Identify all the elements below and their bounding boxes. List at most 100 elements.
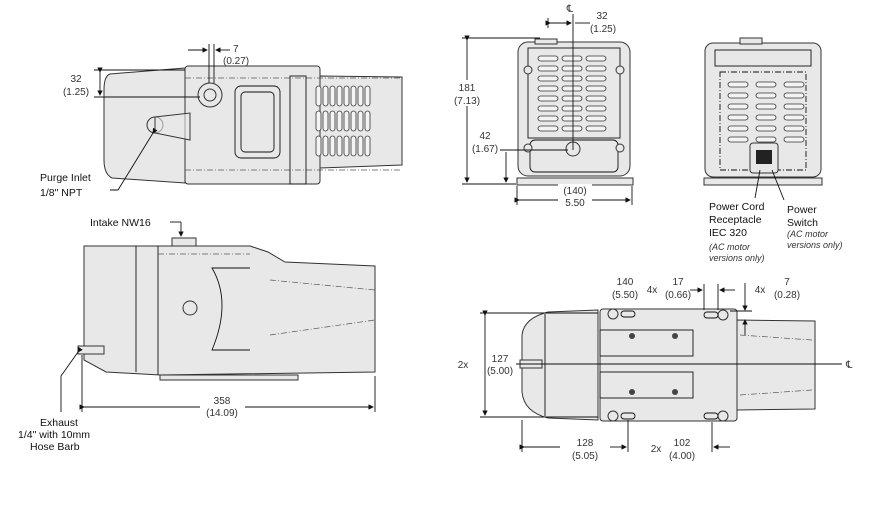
vent-slot bbox=[585, 55, 607, 62]
vent-slot bbox=[537, 75, 559, 82]
vent-slot bbox=[343, 135, 350, 157]
dim-102-qty: 2x bbox=[651, 444, 662, 455]
power-switch-line1: Power bbox=[787, 204, 817, 216]
vent-slot bbox=[783, 103, 805, 110]
front-dim-port-inch: (1.67) bbox=[472, 144, 498, 155]
vent-slot bbox=[727, 81, 749, 88]
vent-slot bbox=[783, 125, 805, 132]
side-view: Intake NW16 358 (14.09) Exhaust 1/4" wit… bbox=[18, 217, 376, 453]
front-dim-height-value: 181 bbox=[459, 83, 476, 94]
intake-label: Intake NW16 bbox=[90, 217, 151, 229]
dim-slot-inch: (0.66) bbox=[665, 290, 691, 301]
vent-slot bbox=[561, 125, 583, 132]
vent-slot bbox=[727, 136, 749, 143]
vent-slot bbox=[322, 135, 329, 157]
purge-label-line2: 1/8" NPT bbox=[40, 187, 83, 199]
vent-slot bbox=[561, 115, 583, 122]
vent-slot bbox=[537, 95, 559, 102]
vent-slot bbox=[755, 81, 777, 88]
vent-slot bbox=[585, 85, 607, 92]
dim-140-inch: (5.50) bbox=[612, 290, 638, 301]
vent-slot bbox=[561, 85, 583, 92]
vent-slot bbox=[755, 114, 777, 121]
front-centerline-symbol: ℄ bbox=[566, 4, 574, 15]
vent-slot bbox=[343, 85, 350, 107]
front-dim-offset-value: 32 bbox=[596, 11, 608, 22]
power-cord-line1: Power Cord bbox=[709, 201, 765, 213]
vent-slot bbox=[585, 95, 607, 102]
dim-102-value: 102 bbox=[674, 438, 691, 449]
vent-slot bbox=[755, 125, 777, 132]
vent-slot bbox=[755, 103, 777, 110]
dim-128-value: 128 bbox=[577, 438, 594, 449]
dim-length-value: 358 bbox=[214, 396, 231, 407]
vent-slot bbox=[727, 114, 749, 121]
power-cord-note1: (AC motor bbox=[709, 242, 751, 252]
vent-slot bbox=[561, 65, 583, 72]
dim-hole-qty: 4x bbox=[755, 285, 766, 296]
vent-slot bbox=[322, 85, 329, 107]
front-dim-port-value: 42 bbox=[479, 131, 491, 142]
vent-slot bbox=[329, 135, 336, 157]
vent-slot bbox=[350, 110, 357, 132]
vent-slot bbox=[329, 110, 336, 132]
vent-slot bbox=[336, 85, 343, 107]
bottom-view: ℄ 2x 127 (5.00) 140 (5.50) 4x 17 (0.66) … bbox=[458, 277, 853, 462]
front-dim-width-inch: 5.50 bbox=[565, 198, 585, 209]
vent-slot bbox=[783, 136, 805, 143]
dim-102-inch: (4.00) bbox=[669, 451, 695, 462]
front-dim-offset-inch: (1.25) bbox=[590, 24, 616, 35]
iec-receptacle bbox=[756, 150, 772, 164]
power-switch-note1: (AC motor bbox=[787, 229, 829, 239]
vent-slot bbox=[783, 81, 805, 88]
rear-view: Power Cord Receptacle IEC 320 (AC motor … bbox=[703, 37, 843, 263]
vent-slot bbox=[336, 135, 343, 157]
dim-hole-value: 7 bbox=[784, 277, 790, 288]
vent-slot bbox=[336, 110, 343, 132]
vent-slot bbox=[537, 65, 559, 72]
dim-inlet-inch: (1.25) bbox=[63, 87, 89, 98]
vent-slot bbox=[755, 136, 777, 143]
dim-127-value: 127 bbox=[492, 354, 509, 365]
vent-slot bbox=[727, 125, 749, 132]
vent-slot bbox=[727, 103, 749, 110]
dim-127-qty: 2x bbox=[458, 360, 469, 371]
vent-slot bbox=[315, 135, 322, 157]
vent-slot bbox=[350, 135, 357, 157]
vent-slot bbox=[364, 85, 371, 107]
top-view: 32 (1.25) 7 (0.27) Purge Inlet 1/8" NPT bbox=[40, 44, 403, 199]
vent-slot bbox=[357, 135, 364, 157]
vent-slot bbox=[585, 105, 607, 112]
vent-slot bbox=[561, 95, 583, 102]
vent-slot bbox=[329, 85, 336, 107]
vent-slot bbox=[315, 85, 322, 107]
power-cord-line2: Receptacle bbox=[709, 214, 762, 226]
vent-slot bbox=[783, 92, 805, 99]
dim-hole-inch: (0.28) bbox=[774, 290, 800, 301]
power-cord-line3: IEC 320 bbox=[709, 227, 747, 239]
vent-slot bbox=[350, 85, 357, 107]
dim-offset-value: 7 bbox=[233, 44, 239, 55]
vent-slot bbox=[537, 125, 559, 132]
handle bbox=[234, 85, 281, 159]
vent-slot bbox=[537, 85, 559, 92]
dim-slot-value: 17 bbox=[672, 277, 684, 288]
intake-flange bbox=[171, 237, 197, 247]
purge-label-line1: Purge Inlet bbox=[40, 172, 91, 184]
front-view: ℄ 32 (1.25) 181 (7.13) 42 (1.67) (140) 5… bbox=[454, 4, 634, 209]
vent-slot bbox=[537, 105, 559, 112]
dim-offset-inch: (0.27) bbox=[223, 56, 249, 67]
bottom-centerline-symbol: ℄ bbox=[845, 360, 853, 371]
vent-slot bbox=[585, 75, 607, 82]
vent-slot bbox=[364, 110, 371, 132]
vent-slot bbox=[585, 65, 607, 72]
vent-slot bbox=[783, 114, 805, 121]
front-dim-width-value: (140) bbox=[563, 186, 586, 197]
dim-127-inch: (5.00) bbox=[487, 366, 513, 377]
vent-slot bbox=[537, 55, 559, 62]
vent-slot bbox=[585, 125, 607, 132]
vent-slot bbox=[537, 115, 559, 122]
vent-slot bbox=[315, 110, 322, 132]
vent-slot bbox=[364, 135, 371, 157]
